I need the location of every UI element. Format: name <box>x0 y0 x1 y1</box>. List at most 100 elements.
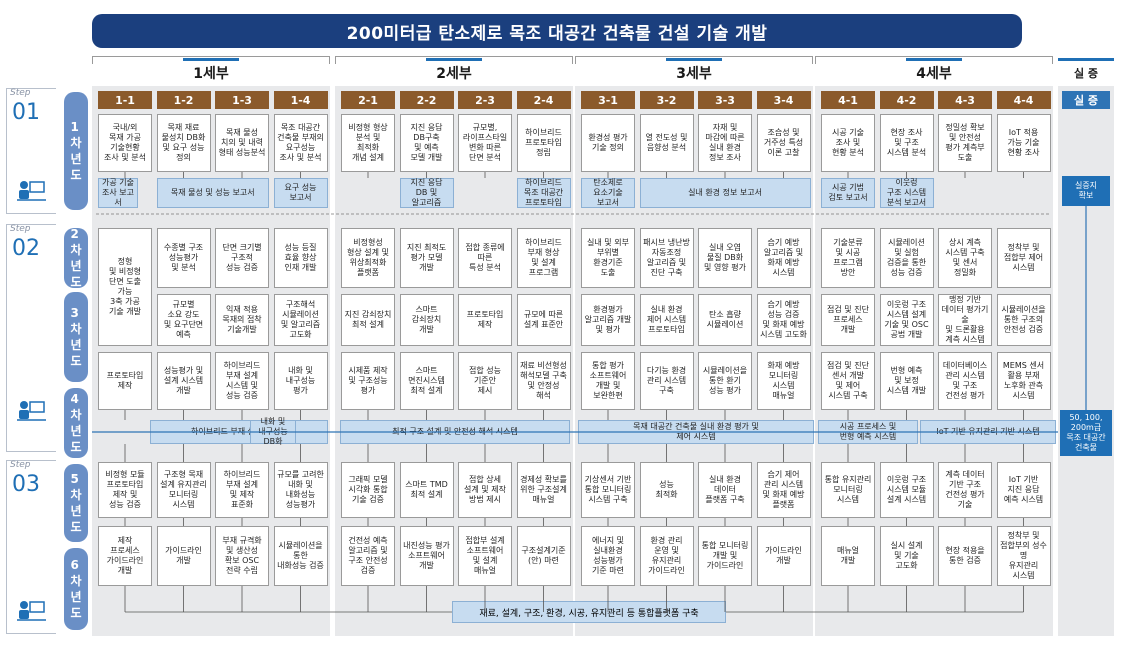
task-box: 시뮬레이션을 통한 환기 성능 평가 <box>698 352 752 410</box>
task-box: 점검 및 진단 센서 개발 및 제어 시스템 구축 <box>821 352 875 410</box>
task-box: 접합부 설계 소프트웨어 및 설계 매뉴얼 <box>458 526 512 586</box>
task-box: 가이드라인 개발 <box>756 526 811 586</box>
task-box: 조습성 및 거주성 특성 이론 고찰 <box>756 114 811 172</box>
task-box: 정밀성 확보 및 안전성 평가 계측부 도출 <box>938 114 992 172</box>
year-label: 2 차 년 도 <box>64 227 88 289</box>
task-box: 통합 모니터링 개발 및 가이드라인 <box>698 526 752 586</box>
task-box: 현장 조사 및 구조 시스템 분석 <box>879 114 934 172</box>
task-box: 접합 성능 기준안 제시 <box>458 352 512 410</box>
system-band: 시공 프로세스 및 번형 예측 시스템 <box>818 420 918 444</box>
task-box: 매뉴얼 개발 <box>821 526 875 586</box>
task-box: IoT 적용 가능 기술 현황 조사 <box>996 114 1051 172</box>
task-box: IoT 기반 지진 응답 예측 시스템 <box>996 462 1051 518</box>
report-box: 실내 환경 정보 보고서 <box>639 178 811 208</box>
task-box: 실내 및 외부 부위별 환경기준 도출 <box>581 228 635 288</box>
task-box: 기술분류 및 시공 프로그램 방안 <box>821 228 875 288</box>
task-box: 시제품 제작 및 구조성능 평가 <box>341 352 395 410</box>
step-frame <box>6 224 56 452</box>
task-box: 실시 설계 및 기술 고도화 <box>879 526 934 586</box>
task-box: 정착부 및 접합부 제어 시스템 <box>996 228 1051 288</box>
report-box: 탄소제로 요소기술 보고서 <box>581 178 635 208</box>
task-box: 하이브리드 부재 설계 및 제작 표준화 <box>215 462 269 518</box>
task-code: 4-3 <box>938 91 992 109</box>
task-box: 내진성능 평가 소프트웨어 개발 <box>399 526 454 586</box>
task-box: 맹정 기반 데이터 평가기술 및 드론활용 계측 시스템 <box>938 294 992 346</box>
task-box: 지진 최적도 평가 모델 개발 <box>399 228 454 288</box>
report-box: 요구 성능 보고서 <box>273 178 328 208</box>
step-number: 03 <box>12 472 40 497</box>
section-bracket <box>575 56 813 64</box>
step-label: Step <box>10 224 31 234</box>
task-box: 접합 상세 설계 및 제작 방법 제시 <box>458 462 512 518</box>
report-box: 지진 응답 DB 및 알고리즘 <box>399 178 454 208</box>
special-header: 실 증 <box>1058 58 1114 84</box>
section-bracket <box>92 56 330 64</box>
task-code: 1-1 <box>98 91 152 109</box>
integrated-platform-box: 재료, 설계, 구조, 환경, 시공, 유지관리 등 통합플랫폼 구축 <box>452 601 726 623</box>
task-box: 구조형 목재 설계 유지관리 모니터링 시스템 <box>156 462 211 518</box>
step-frame <box>6 460 56 634</box>
step-label: Step <box>10 460 31 470</box>
task-box: 재료 비선형성 해석모델 구축 및 안정성 해석 <box>516 352 571 410</box>
task-box: 목재 물성 치의 및 내력 형태 성능분석 <box>215 114 269 172</box>
task-box: 실내 환경 데이터 플랫폼 구축 <box>698 462 752 518</box>
task-code: 3-3 <box>698 91 752 109</box>
task-box: 스마트 TMD 최적 설계 <box>399 462 454 518</box>
task-box: 에너지 및 실내환경 성능평가 기준 마련 <box>581 526 635 586</box>
task-box: 시공 기술 조사 및 현황 분석 <box>821 114 875 172</box>
task-code: 3-2 <box>639 91 694 109</box>
task-box: 구조해석 시뮬레이션 및 알고리즘 고도화 <box>273 294 328 346</box>
task-box: 이웃렁 구조 시스템 설계 기술 및 OSC 공법 개발 <box>879 294 934 346</box>
task-code: 2-3 <box>458 91 512 109</box>
task-code: 2-2 <box>399 91 454 109</box>
task-box: 내화 및 내구성능 평가 <box>273 352 328 410</box>
task-box: 실내 환경 제어 시스템 프로토타입 <box>639 294 694 346</box>
demo-column <box>1058 86 1114 636</box>
task-box: 습기 예방 알고리즘 및 화재 예방 시스템 <box>756 228 811 288</box>
task-box: 습기 제어 관리 시스템 및 화재 예방 플랫폼 <box>756 462 811 518</box>
task-box: 번형 예측 및 보정 시스템 개발 <box>879 352 934 410</box>
task-box: 접검 및 진단 프로세스 개발 <box>821 294 875 346</box>
task-box: 성능 최적화 <box>639 462 694 518</box>
task-code: 4-2 <box>879 91 934 109</box>
task-code: 2-1 <box>341 91 395 109</box>
step-label: Step <box>10 88 31 98</box>
task-box: 규모별, 라이프스타일 변화 따른 단면 분석 <box>458 114 512 172</box>
task-box: 비정형성 형상 설계 및 위상최적화 플랫폼 <box>341 228 395 288</box>
task-box: 프로토타입 제작 <box>458 294 512 346</box>
task-box: 자재 및 마감에 따른 실내 환경 정보 조사 <box>698 114 752 172</box>
system-band: 최적 구조 설계 및 안전성 해석 시스템 <box>340 420 570 444</box>
task-box: 시뮬레이션을 통한 구조의 안전성 검증 <box>996 294 1051 346</box>
section-header: 4세부 <box>815 58 1053 84</box>
task-box: 습기 예방 성능 검증 및 화재 예방 시스템 고도화 <box>756 294 811 346</box>
task-box: 비정형 모듈 프로토타입 제작 및 성능 검증 <box>98 462 152 518</box>
task-box: 지진 감쇠장치 최적 설계 <box>341 294 395 346</box>
task-box: 목재 재료 물성치 DB화 및 요구 성능 정의 <box>156 114 211 172</box>
task-box: 패시브 냉난방 자동조정 알고리즘 및 진단 구축 <box>639 228 694 288</box>
system-band: 목재 대공간 건축물 실내 환경 평가 및 제어 시스템 <box>578 420 814 444</box>
task-box: 접합 종류에 따른 특성 분석 <box>458 228 512 288</box>
system-band: IoT 기반 유지관리 기반 시스템 <box>920 420 1056 444</box>
task-box: 단면 크기별 구조적 성능 검증 <box>215 228 269 288</box>
task-box: 건전성 예측 알고리즘 및 구조 안전성 검증 <box>341 526 395 586</box>
special-code: 실 증 <box>1062 91 1110 109</box>
task-box: 상시 계측 시스템 구축 및 센서 정밀화 <box>938 228 992 288</box>
task-box: 목조 대공간 건축물 부재의 요구성능 조사 및 분석 <box>273 114 328 172</box>
person-desk-icon <box>14 598 48 624</box>
task-box: 열 전도성 및 음향성 분석 <box>639 114 694 172</box>
task-code: 1-2 <box>156 91 211 109</box>
task-box: 통합 평가 소프트웨어 개발 및 보완한편 <box>581 352 635 410</box>
task-box: 부재 규격화 및 생산성 확보 OSC 전략 수립 <box>215 526 269 586</box>
task-box: 구조설계기준 (안) 마련 <box>516 526 571 586</box>
task-box: 환경평가 알고리즘 개발 및 평가 <box>581 294 635 346</box>
year-label: 5 차 년 도 <box>64 464 88 542</box>
task-box: 스마트 감쇠장치 개발 <box>399 294 454 346</box>
task-box: 기상센서 기반 통합 모니터링 시스템 구축 <box>581 462 635 518</box>
report-box: 목재 물성 및 성능 보고서 <box>156 178 269 208</box>
task-code: 4-1 <box>821 91 875 109</box>
year-label: 1 차 년 도 <box>64 92 88 210</box>
step-number: 02 <box>12 236 40 261</box>
